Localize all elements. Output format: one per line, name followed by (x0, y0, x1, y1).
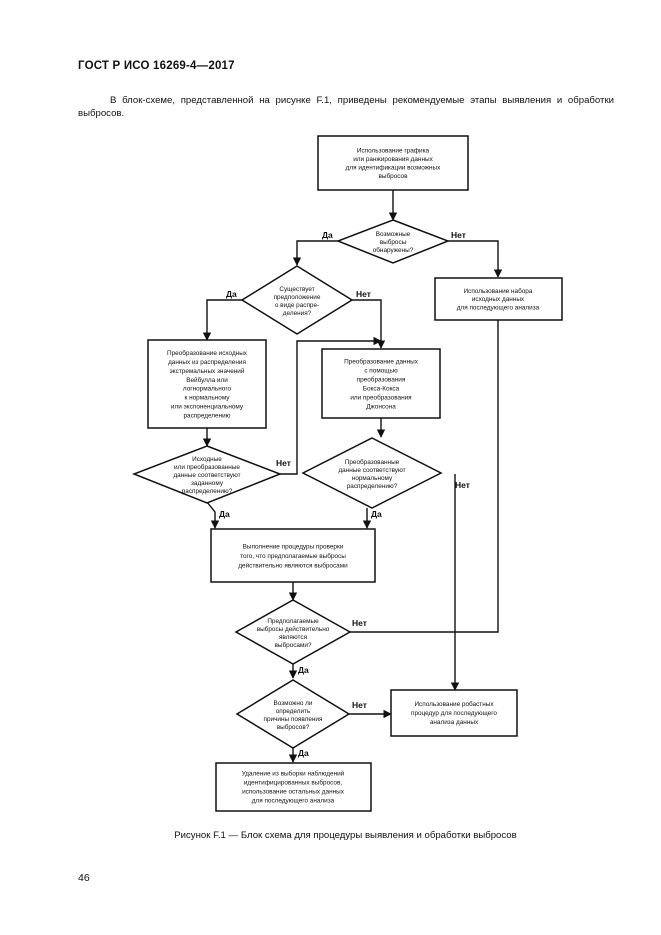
label-yes-fit-right: Да (371, 509, 382, 519)
text-line: выбросы действительно (257, 625, 330, 633)
label-no-cause: Нет (352, 700, 367, 710)
text-box-transform-extreme: Преобразование исходных данных из распред… (167, 349, 248, 419)
figure-caption: Рисунок F.1 — Блок схема для процедуры в… (174, 830, 517, 841)
label-yes-distribution: Да (226, 289, 237, 299)
text-line: Использование графика (357, 148, 430, 155)
text-line: для идентификации возможных (346, 164, 441, 171)
text-line: Вейбулла или (186, 376, 228, 384)
text-line: Преобразованные (345, 458, 400, 466)
text-line: определить (276, 708, 311, 715)
text-line: или экспоненциальному (171, 404, 244, 411)
decision-really (234, 599, 352, 665)
text-line: Возможные (376, 231, 411, 238)
box-verify (210, 528, 376, 583)
text-line: Исходные (192, 456, 222, 463)
text-line: логнормального (183, 386, 232, 393)
text-line: идентифицированных выбросов, (244, 779, 343, 787)
text-line: выбросов (379, 172, 409, 180)
text-line: данные соответствуют (338, 467, 405, 474)
label-yes-fit-left: Да (219, 509, 230, 519)
text-line: являются (279, 634, 308, 641)
intro-paragraph: В блок-схеме, представленной на рисунке … (78, 95, 614, 119)
label-no-fit-left: Нет (276, 458, 291, 468)
text-line: заданному (191, 480, 224, 487)
label-yes-really: Да (298, 665, 309, 675)
decision-fit-left (131, 445, 283, 504)
text-line: к нормальному (185, 395, 231, 402)
decision-cause (235, 679, 351, 749)
text-line: или преобразования (350, 394, 412, 402)
text-line: распределению (184, 412, 231, 419)
label-no-fit-right: Нет (455, 480, 470, 490)
label-no-outliers: Нет (451, 230, 466, 240)
text-line: причины появления (264, 716, 323, 723)
text-line: использование остальных данных (242, 789, 345, 796)
text-line: экстремальных значений (170, 367, 245, 375)
text-line: обнаружены? (373, 246, 414, 254)
text-line: Преобразование данных (344, 358, 419, 366)
page-number: 46 (78, 872, 90, 884)
box-remove (215, 762, 372, 812)
text-line: преобразования (357, 376, 406, 384)
text-line: предположение (274, 294, 321, 301)
text-line: о виде распре- (275, 302, 319, 309)
text-line: для последующего анализа (457, 305, 540, 312)
box-transform-boxcox (321, 348, 441, 419)
box-start (317, 135, 469, 191)
text-line: выбросы (380, 238, 407, 246)
text-line: или преобразованные (174, 463, 240, 471)
text-line: Использование робастных (414, 700, 494, 708)
text-line: анализа данных (430, 719, 479, 726)
text-line: Предполагаемые (267, 618, 319, 625)
text-line: исходных данных (472, 296, 525, 303)
text-line: данных из распределения (168, 359, 246, 366)
text-box-robust: Использование робастных процедур для посл… (411, 700, 497, 726)
box-raw-data (434, 277, 563, 321)
flowchart-connectors (202, 190, 503, 763)
text-line: для последующего анализа (252, 798, 335, 805)
decision-fit-right (301, 437, 443, 509)
label-no-really: Нет (352, 618, 367, 628)
label-yes-cause: Да (298, 748, 309, 758)
standard-header: ГОСТ Р ИСО 16269-4—2017 (78, 60, 235, 72)
text-line: деления? (283, 310, 312, 317)
box-transform-extreme (147, 339, 267, 429)
text-line: действительно являются выбросами (238, 562, 348, 570)
text-line: данные соответствуют (173, 472, 240, 479)
text-line: распределению? (347, 483, 398, 490)
text-line: процедур для последующего (411, 710, 497, 717)
text-line: Возможно ли (274, 700, 313, 707)
label-no-distribution: Нет (356, 289, 371, 299)
text-line: Выполнение процедуры проверки (243, 544, 344, 551)
decision-outliers (335, 219, 451, 264)
text-line: того, что предполагаемые выбросы (240, 552, 346, 560)
text-line: Существует (279, 286, 314, 293)
text-line: Использование набора (464, 287, 533, 295)
text-line: Удаление из выборки наблюдений (242, 770, 345, 778)
text-line: выбросов? (277, 723, 310, 731)
text-line: или ранжирования данных (353, 156, 433, 163)
label-yes-outliers: Да (322, 230, 333, 240)
text-line: Джонсона (366, 404, 396, 411)
box-robust (390, 689, 518, 737)
text-line: распределению? (182, 488, 233, 495)
text-line: нормальному (352, 475, 393, 482)
decision-distribution (240, 265, 354, 335)
text-line: с помощью (364, 368, 398, 375)
text-line: выбросами? (274, 641, 311, 649)
text-line: Бокса-Кокса (363, 386, 400, 393)
text-line: Преобразование исходных (167, 349, 248, 357)
